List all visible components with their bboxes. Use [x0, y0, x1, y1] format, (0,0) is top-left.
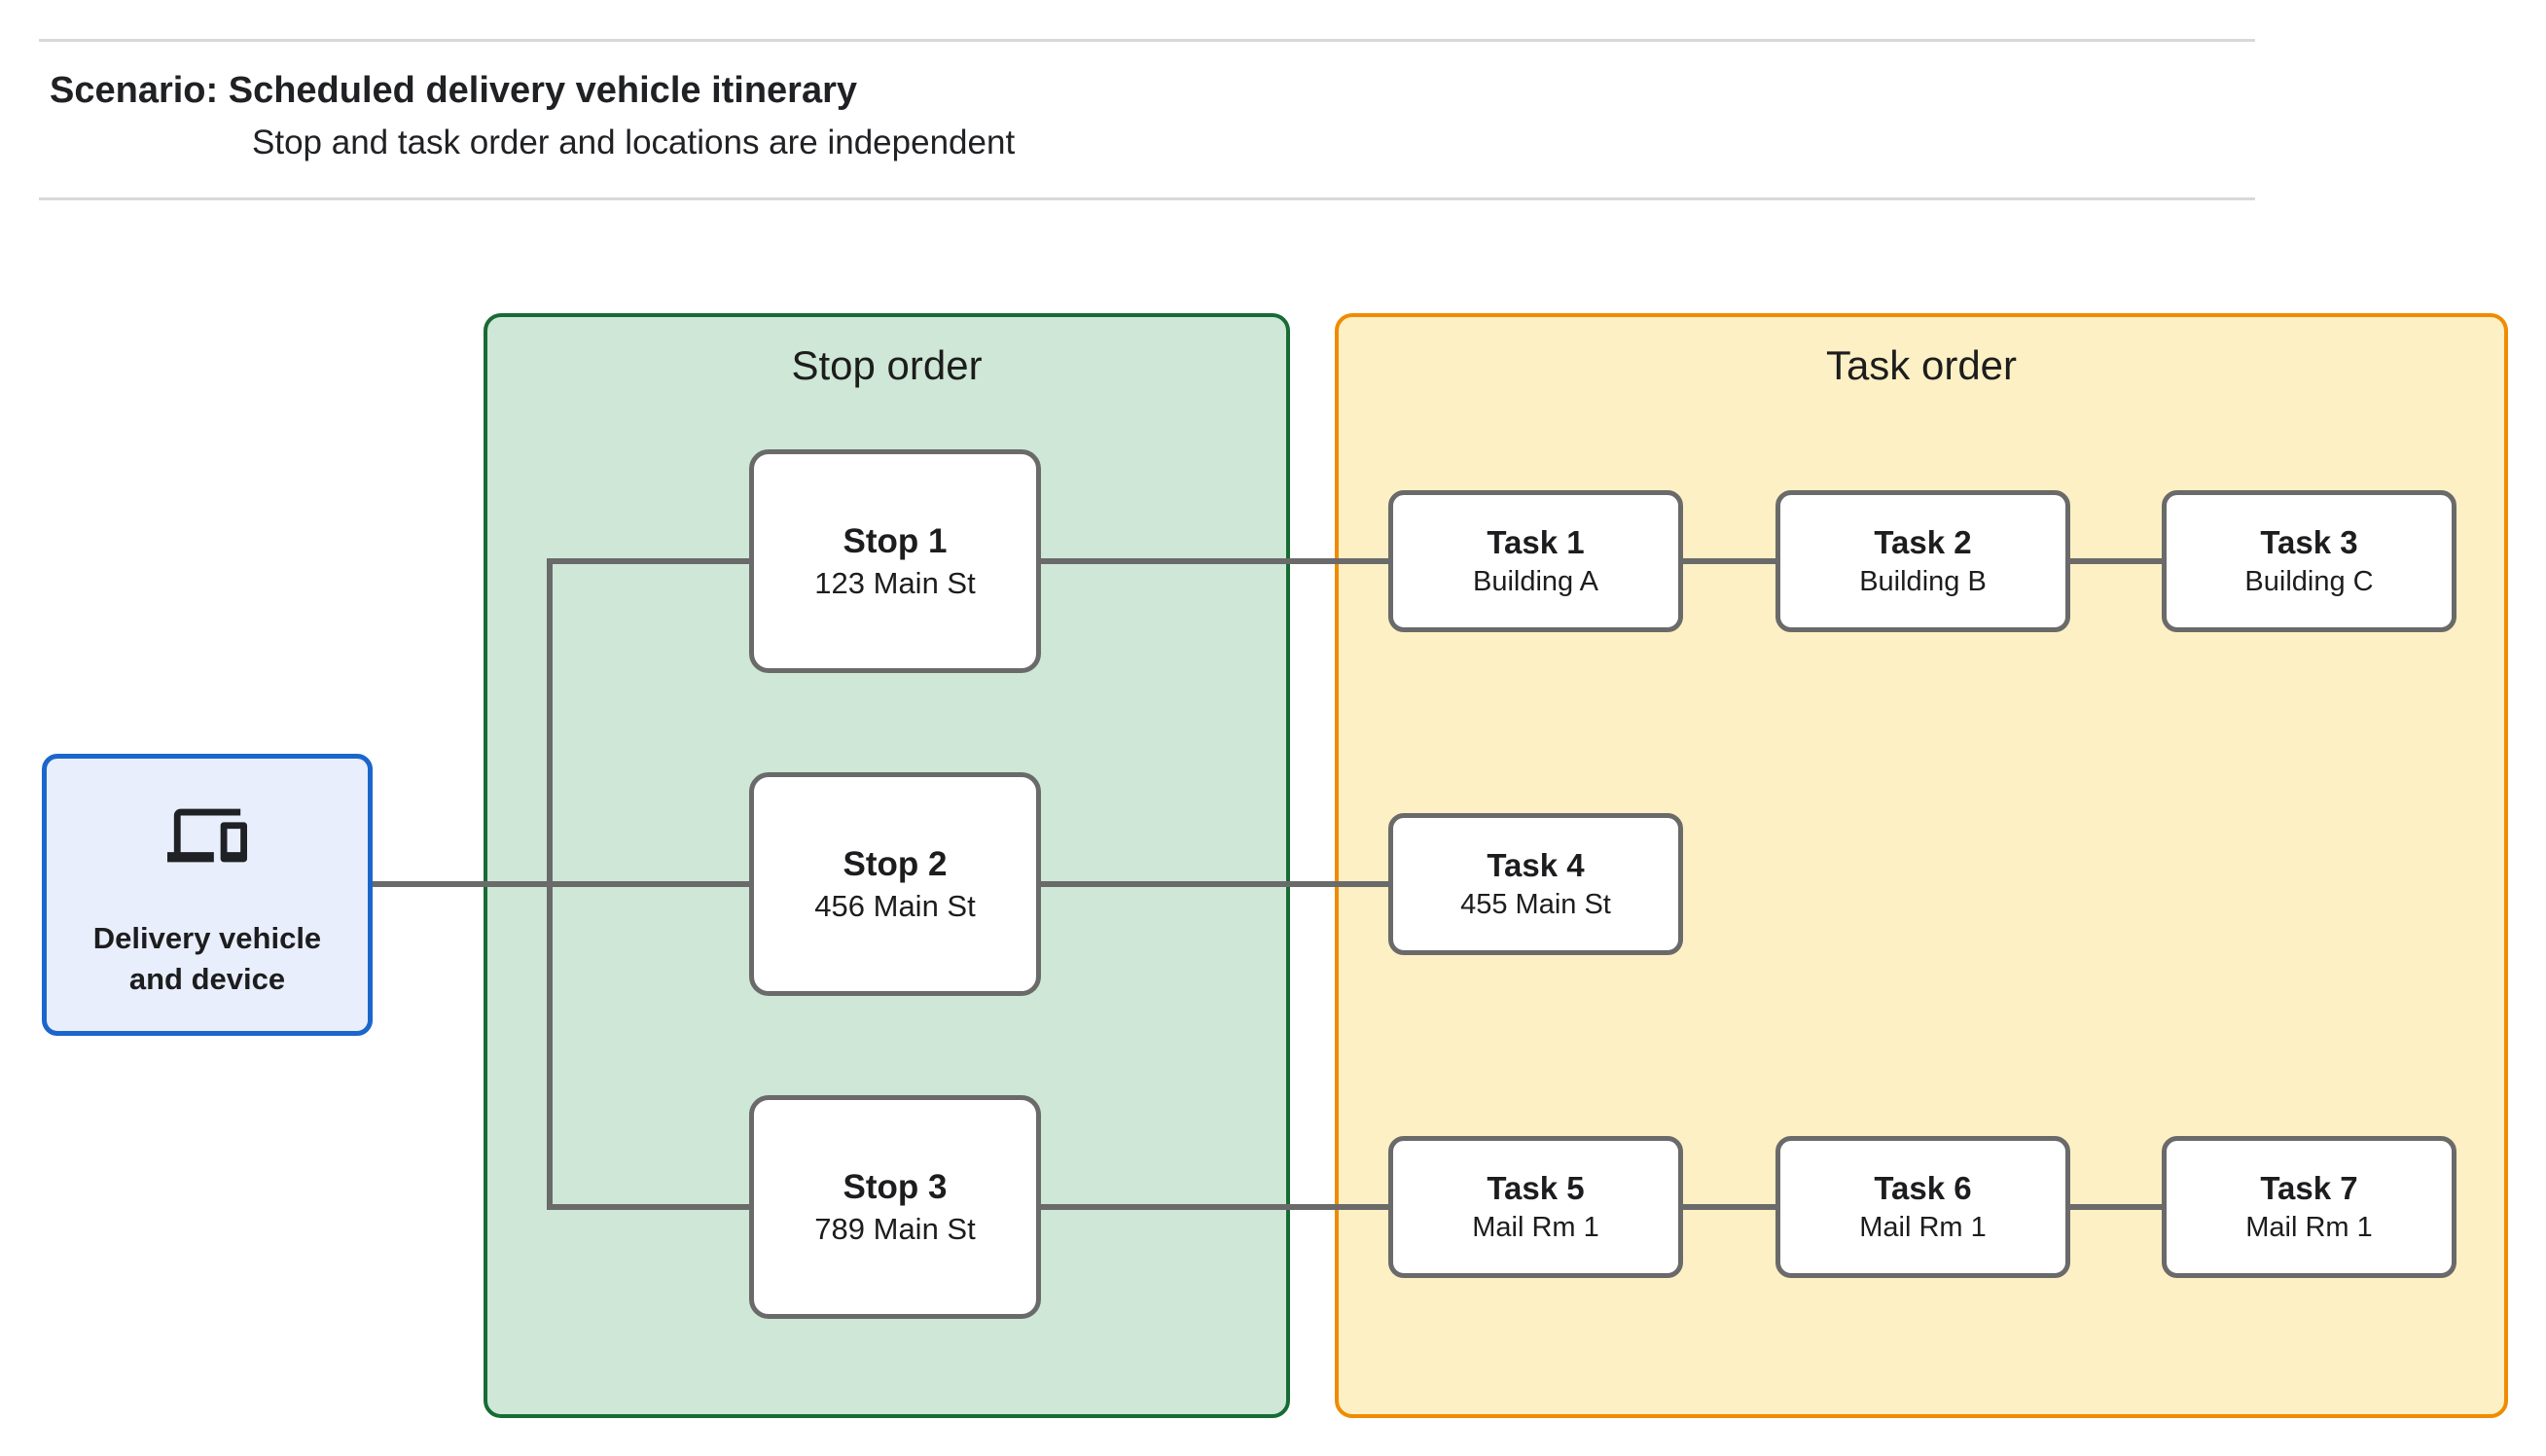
- connector-stop3-to-task5: [1041, 1204, 1388, 1210]
- connector-device-to-stop2: [373, 881, 749, 887]
- task-5-name: Task 5: [1487, 1169, 1585, 1206]
- stop-order-title: Stop order: [791, 342, 983, 388]
- task-2-node: Task 2 Building B: [1775, 490, 2070, 632]
- connector-task2-to-task3: [2070, 558, 2162, 564]
- stop-1-location: 123 Main St: [814, 566, 976, 601]
- task-4-node: Task 4 455 Main St: [1388, 813, 1683, 955]
- stop-1-name: Stop 1: [843, 522, 948, 561]
- stop-3-node: Stop 3 789 Main St: [749, 1095, 1041, 1319]
- delivery-vehicle-label: Delivery vehicle and device: [47, 918, 368, 1000]
- connector-task1-to-task2: [1683, 558, 1775, 564]
- page-title: Scenario: Scheduled delivery vehicle iti…: [50, 70, 858, 111]
- task-1-location: Building A: [1473, 566, 1598, 598]
- header-divider: [39, 197, 2255, 200]
- task-5-location: Mail Rm 1: [1472, 1212, 1599, 1244]
- stop-2-node: Stop 2 456 Main St: [749, 772, 1041, 996]
- task-7-location: Mail Rm 1: [2245, 1212, 2373, 1244]
- connector-task6-to-task7: [2070, 1204, 2162, 1210]
- task-6-name: Task 6: [1874, 1169, 1972, 1206]
- stop-1-node: Stop 1 123 Main St: [749, 449, 1041, 673]
- top-divider: [39, 39, 2255, 42]
- stop-2-location: 456 Main St: [814, 889, 976, 924]
- stop-3-name: Stop 3: [843, 1168, 948, 1207]
- task-1-node: Task 1 Building A: [1388, 490, 1683, 632]
- task-2-name: Task 2: [1874, 523, 1972, 560]
- task-2-location: Building B: [1859, 566, 1987, 598]
- delivery-vehicle-node: Delivery vehicle and device: [42, 754, 373, 1036]
- task-3-name: Task 3: [2260, 523, 2358, 560]
- connector-task5-to-task6: [1683, 1204, 1775, 1210]
- devices-icon: [165, 796, 249, 880]
- page-subtitle: Stop and task order and locations are in…: [252, 124, 1016, 161]
- task-3-location: Building C: [2244, 566, 2374, 598]
- task-6-location: Mail Rm 1: [1859, 1212, 1987, 1244]
- connector-stop2-to-task4: [1041, 881, 1388, 887]
- task-4-location: 455 Main St: [1460, 889, 1611, 921]
- task-1-name: Task 1: [1487, 523, 1585, 560]
- stop-3-location: 789 Main St: [814, 1212, 976, 1247]
- stop-2-name: Stop 2: [843, 845, 948, 884]
- connector-trunk-to-stop3: [547, 1204, 749, 1210]
- task-3-node: Task 3 Building C: [2162, 490, 2456, 632]
- task-7-node: Task 7 Mail Rm 1: [2162, 1136, 2456, 1278]
- connector-trunk-vertical: [547, 558, 553, 1210]
- task-4-name: Task 4: [1487, 846, 1585, 883]
- delivery-vehicle-label-line1: Delivery vehicle: [92, 921, 322, 956]
- task-7-name: Task 7: [2260, 1169, 2358, 1206]
- connector-stop1-to-task1: [1041, 558, 1388, 564]
- task-5-node: Task 5 Mail Rm 1: [1388, 1136, 1683, 1278]
- task-order-title: Task order: [1825, 342, 2018, 388]
- connector-trunk-to-stop1: [547, 558, 749, 564]
- task-6-node: Task 6 Mail Rm 1: [1775, 1136, 2070, 1278]
- delivery-vehicle-label-line2: and device: [128, 962, 286, 997]
